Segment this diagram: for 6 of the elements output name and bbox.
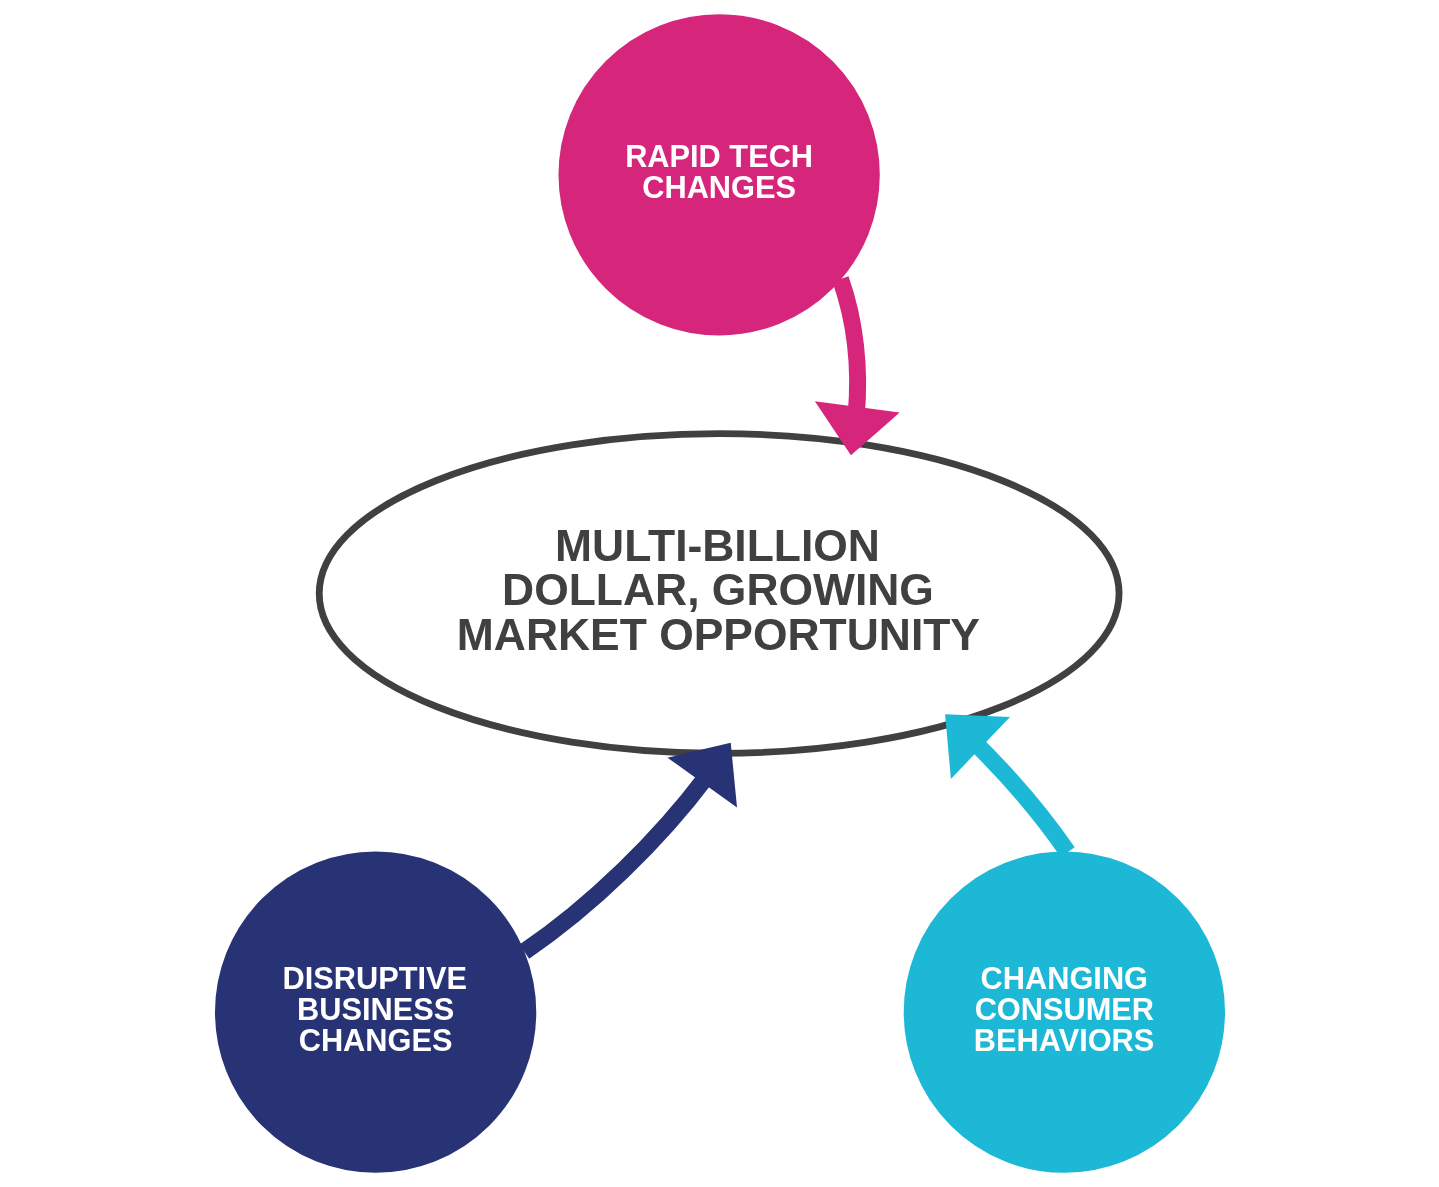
node-circle: RAPID TECH CHANGES bbox=[558, 14, 880, 336]
arrow bbox=[518, 742, 737, 959]
node-circle: CHANGING CONSUMER BEHAVIORS bbox=[903, 851, 1225, 1173]
arrow bbox=[814, 276, 900, 456]
node-circle: DISRUPTIVE BUSINESS CHANGES bbox=[214, 851, 536, 1173]
node-ellipse: MULTI-BILLION DOLLAR, GROWING MARKET OPPORTUNITY bbox=[315, 430, 1122, 757]
